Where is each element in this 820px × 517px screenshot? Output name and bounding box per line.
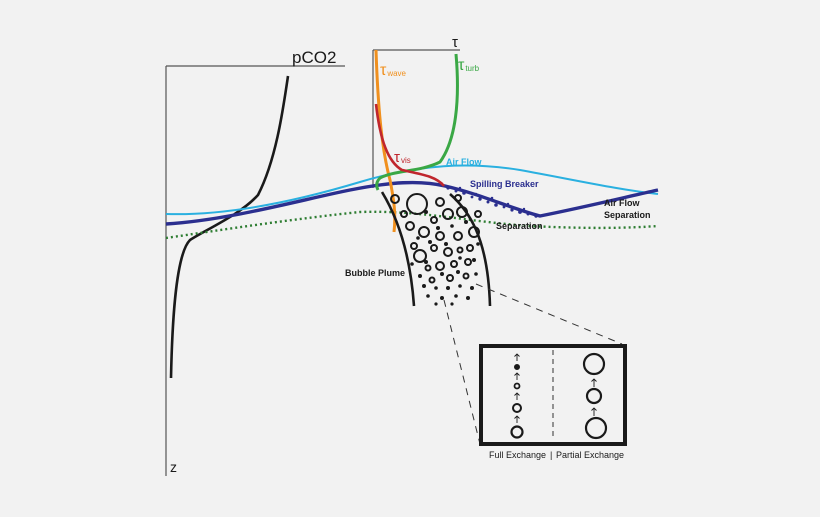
pco2-profile-curve <box>169 75 290 379</box>
tau-turb-curve <box>375 53 459 191</box>
depth-axis-label: z <box>170 459 177 475</box>
air-flow-label: Air Flow <box>446 157 482 167</box>
separation-label: Separation <box>496 221 543 231</box>
partial-exchange-bubbles <box>582 352 608 440</box>
bubble-plume-small-dots <box>410 210 480 306</box>
tau-wave-curve <box>374 49 397 233</box>
air-flow-separation-label-line2: Separation <box>604 210 651 220</box>
pco2-axis-label: pCO2 <box>292 48 336 67</box>
tau-wave-label: τwave <box>380 62 407 79</box>
inset-box <box>479 344 627 446</box>
water-surface-curve <box>165 180 659 226</box>
tau-axis-label: τ <box>452 34 458 51</box>
tau-turb-label: τturb <box>458 57 480 74</box>
spilling-breaker-label: Spilling Breaker <box>470 179 539 189</box>
full-exchange-bubbles <box>510 364 524 439</box>
bubble-plume-bubbles <box>390 193 482 284</box>
full-exchange-arrows <box>514 353 520 423</box>
bubble-plume-label: Bubble Plume <box>345 268 405 278</box>
partial-exchange-arrows <box>591 378 597 416</box>
air-flow-separation-label-line1: Air Flow <box>604 198 640 208</box>
zoom-line-left <box>443 299 481 445</box>
spilling-breaker-froth <box>446 186 538 218</box>
inset-caption-divider: | <box>550 450 552 460</box>
tau-vis-curve <box>374 103 446 187</box>
full-exchange-label: Full Exchange <box>489 450 546 460</box>
zoom-line-right <box>475 283 623 345</box>
partial-exchange-label: Partial Exchange <box>556 450 624 460</box>
bubble-plume-left-wall <box>380 191 416 307</box>
tau-vis-label: τvis <box>394 149 411 166</box>
separation-line <box>165 210 659 240</box>
